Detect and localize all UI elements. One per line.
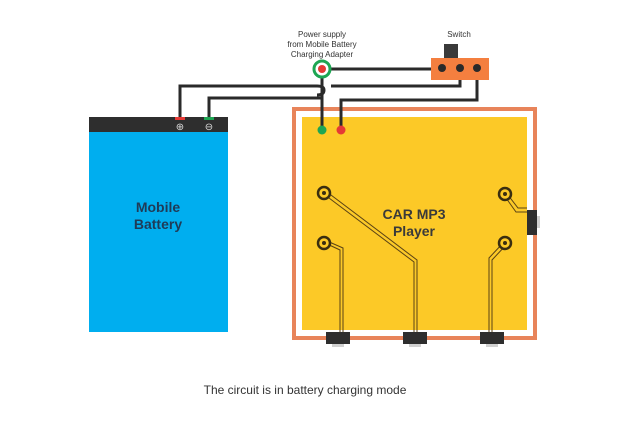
battery-label-line2: Battery [134, 216, 182, 232]
power-supply-label-line1: Power supply [298, 30, 346, 39]
player-label-line1: CAR MP3 [382, 206, 445, 222]
switch-terminal-middle [456, 64, 464, 72]
battery-negative-terminal: ⊖ [205, 122, 213, 133]
connector-bottom-left [326, 332, 350, 344]
battery-positive-marker [175, 117, 185, 120]
battery-label-line1: Mobile [136, 199, 181, 215]
player-label-line2: Player [393, 223, 436, 239]
caption: The circuit is in battery charging mode [204, 383, 407, 397]
connector-bottom-right [480, 332, 504, 344]
power-supply-label-line2: from Mobile Battery [287, 40, 356, 49]
battery-cap [89, 117, 228, 132]
wire-battery-negative [207, 96, 322, 117]
power-supply-label-line3: Charging Adapter [291, 50, 354, 59]
player-negative-input [317, 125, 327, 135]
power-supply-jack-pin [318, 65, 326, 73]
wire-switch-to-player-red [339, 68, 479, 130]
player-positive-input [336, 125, 346, 135]
connector-pin [486, 344, 498, 347]
connector-side [527, 210, 537, 235]
pcb-traces [324, 191, 527, 334]
connector-pin [332, 344, 344, 347]
battery-positive-terminal: ⊕ [176, 122, 184, 133]
connector-pin [409, 344, 421, 347]
solder-pads [316, 185, 513, 251]
switch-terminal-left [438, 64, 446, 72]
battery-body [89, 132, 228, 332]
wires [178, 67, 479, 130]
switch-terminal-right [473, 64, 481, 72]
switch-label: Switch [447, 30, 471, 39]
connector-bottom-middle [403, 332, 427, 344]
battery-negative-marker [204, 117, 214, 120]
switch-toggle [444, 44, 458, 58]
connector-side-pin [537, 216, 540, 228]
